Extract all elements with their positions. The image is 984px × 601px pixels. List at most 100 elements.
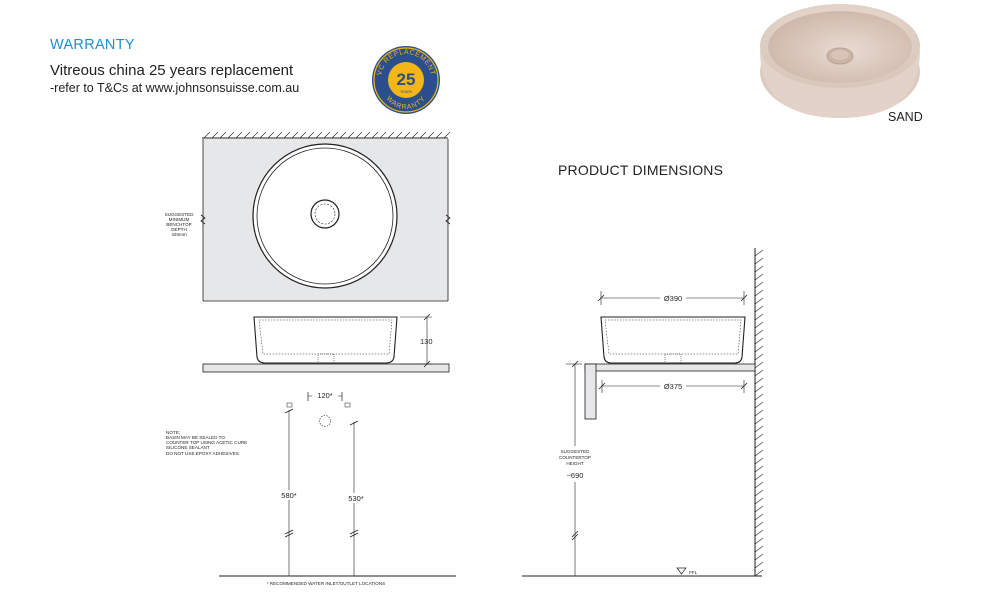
footnote: * RECOMMENDED WATER INLET/OUTLET LOCATIO…: [267, 581, 386, 586]
wall-hatch-line: [754, 329, 764, 337]
countertop-height-note: SUGGESTED COUNTERTOP HEIGHT: [559, 449, 591, 466]
wall-hatch-line: [754, 353, 764, 361]
warranty-heading: WARRANTY: [50, 37, 135, 53]
wall-hatch-line: [339, 131, 347, 139]
side-view: [522, 248, 764, 577]
wall-hatch-line: [754, 441, 764, 449]
wall-hatch-line: [427, 131, 435, 139]
svg-text:SILICONE SEALANT: SILICONE SEALANT: [166, 445, 210, 450]
warranty-terms-link[interactable]: -refer to T&Cs at www.johnsonsuisse.com.…: [50, 81, 300, 95]
bench-depth-note: SUGGESTED MINIMUM BENCHTOP DEPTH 420mm: [165, 212, 195, 237]
wall-hatch-line: [754, 289, 764, 297]
svg-text:HEIGHT: HEIGHT: [566, 461, 584, 466]
wall-hatch-line: [283, 131, 291, 139]
warranty-description: Vitreous china 25 years replacement: [50, 62, 294, 79]
svg-text:DO NOT USE EPOXY ADHESIVES: DO NOT USE EPOXY ADHESIVES: [166, 451, 239, 456]
wall-hatch-line: [754, 505, 764, 513]
wall-hatch-line: [411, 131, 419, 139]
left-inlet-height: 580*: [281, 491, 297, 500]
wall-hatch-line: [754, 449, 764, 457]
badge-number: 25: [397, 70, 416, 89]
wall-hatch-line: [355, 131, 363, 139]
wall-hatch-line: [371, 131, 379, 139]
inlet-spacing-label: 120*: [317, 391, 333, 400]
wall-hatch-line: [403, 131, 411, 139]
wall-hatch-line: [754, 457, 764, 465]
wall-hatch-line: [754, 305, 764, 313]
wall-hatch-line: [754, 361, 764, 369]
wall-hatch-line: [754, 337, 764, 345]
wall-hatch-line: [331, 131, 339, 139]
wall-hatch-line: [754, 489, 764, 497]
front-view: [202, 313, 450, 373]
wall-hatch-line: [754, 297, 764, 305]
wall-hatch-line: [251, 131, 259, 139]
wall-hatch-line: [291, 131, 299, 139]
wall-hatch-line: [754, 417, 764, 425]
wall-hatch-line: [754, 553, 764, 561]
wall-hatch-line: [315, 131, 323, 139]
wall-hatch-line: [754, 281, 764, 289]
install-view: [219, 392, 456, 577]
warranty-badge-icon: VC REPLACEMENT WARRANTY 25 YEARS: [372, 46, 440, 114]
base-diameter-label: Ø375: [664, 382, 682, 391]
wall-hatch-line: [754, 401, 764, 409]
wall-hatch-line: [754, 561, 764, 569]
wall-hatch-line: [363, 131, 371, 139]
front-height-label: 130: [420, 337, 433, 346]
product-photo: [760, 4, 920, 118]
wall-hatch-line: [754, 481, 764, 489]
wall-hatch-line: [379, 131, 387, 139]
wall-hatch-line: [754, 249, 764, 257]
wall-hatch-line: [754, 385, 764, 393]
svg-text:420mm: 420mm: [171, 232, 186, 237]
wall-hatch-line: [754, 265, 764, 273]
wall-hatch-line: [243, 131, 251, 139]
wall-hatch-line: [387, 131, 395, 139]
countertop-height-value: ~690: [567, 471, 584, 480]
svg-text:BASIN MAY BE SEALED TO: BASIN MAY BE SEALED TO: [166, 435, 225, 440]
svg-text:BENCHTOP: BENCHTOP: [166, 222, 191, 227]
wall-hatch-line: [307, 131, 315, 139]
wall-hatch-line: [267, 131, 275, 139]
wall-hatch-line: [347, 131, 355, 139]
wall-hatch-line: [754, 545, 764, 553]
wall-hatch-line: [203, 131, 211, 139]
svg-text:NOTE:: NOTE:: [166, 430, 180, 435]
wall-hatch-line: [754, 473, 764, 481]
wall-hatch-line: [754, 257, 764, 265]
wall-hatch-line: [211, 131, 219, 139]
badge-subtext: YEARS: [400, 90, 413, 94]
wall-hatch-line: [754, 521, 764, 529]
top-diameter-label: Ø390: [664, 294, 682, 303]
installation-note: NOTE: BASIN MAY BE SEALED TO COUNTER TOP…: [166, 430, 247, 456]
wall-hatch-line: [299, 131, 307, 139]
floor-level-label: FFL: [689, 570, 698, 575]
svg-text:SUGGESTED: SUGGESTED: [561, 449, 591, 454]
wall-hatch-line: [754, 513, 764, 521]
svg-text:MINIMUM: MINIMUM: [169, 217, 190, 222]
wall-hatch-line: [754, 369, 764, 377]
wall-hatch-line: [754, 313, 764, 321]
wall-hatch-line: [754, 465, 764, 473]
svg-text:DEPTH: DEPTH: [171, 227, 187, 232]
svg-text:COUNTER TOP USING ACETIC CURE: COUNTER TOP USING ACETIC CURE: [166, 440, 247, 445]
wall-hatch-line: [754, 529, 764, 537]
wall-hatch-line: [219, 131, 227, 139]
wall-hatch-line: [754, 425, 764, 433]
svg-text:COUNTERTOP: COUNTERTOP: [559, 455, 591, 460]
svg-text:SUGGESTED: SUGGESTED: [165, 212, 195, 217]
wall-hatch-line: [235, 131, 243, 139]
right-inlet-height: 530*: [348, 494, 364, 503]
wall-hatch-line: [419, 131, 427, 139]
wall-hatch-line: [323, 131, 331, 139]
wall-hatch-line: [275, 131, 283, 139]
section-title: PRODUCT DIMENSIONS: [558, 162, 724, 178]
plan-view: [200, 131, 451, 302]
wall-hatch-line: [754, 433, 764, 441]
wall-hatch-line: [259, 131, 267, 139]
wall-hatch-line: [754, 537, 764, 545]
wall-hatch-line: [754, 377, 764, 385]
wall-hatch-line: [754, 497, 764, 505]
